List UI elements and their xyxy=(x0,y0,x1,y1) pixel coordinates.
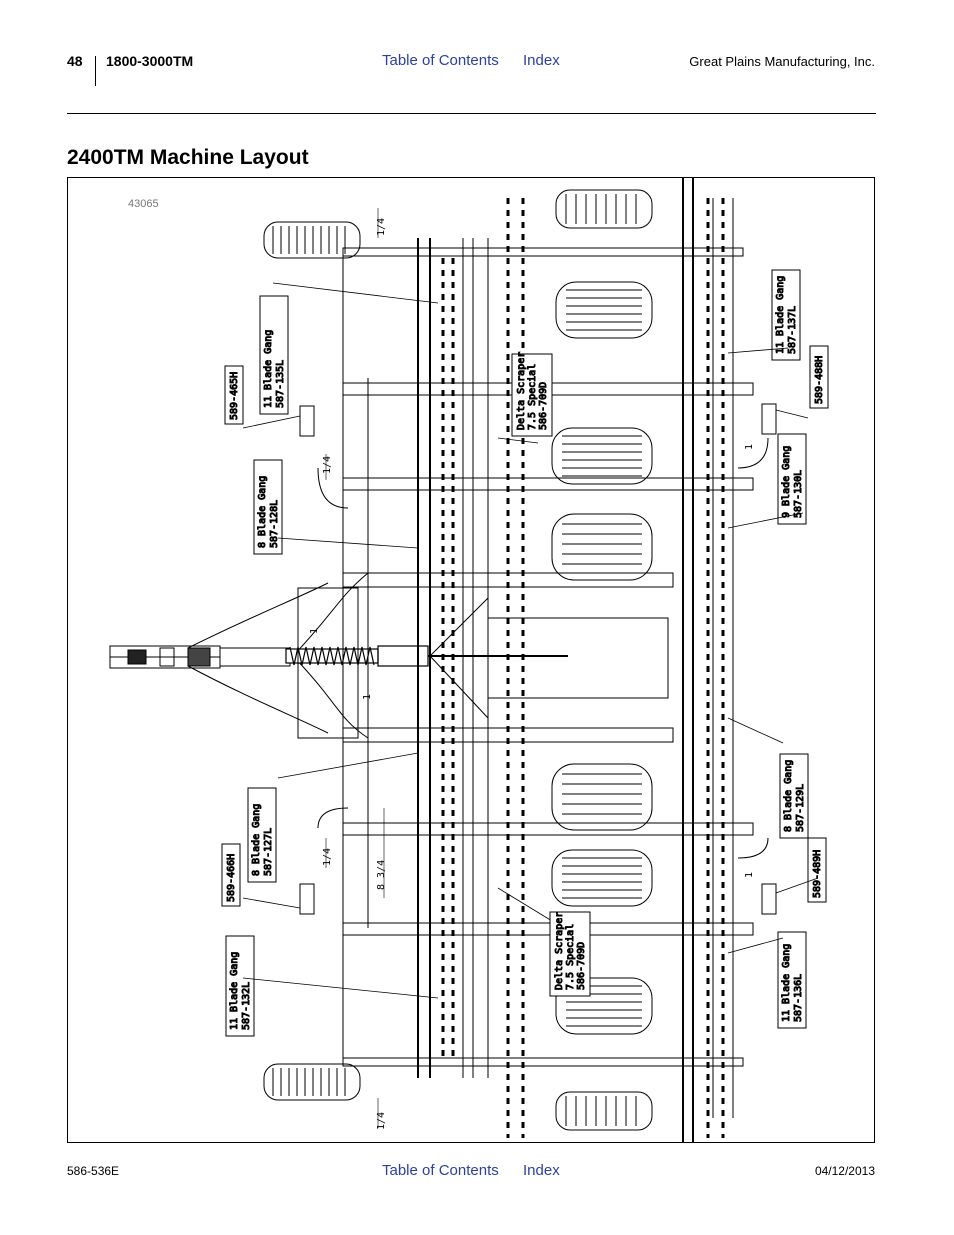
document-date: 04/12/2013 xyxy=(814,1164,875,1178)
header-rule xyxy=(67,113,876,114)
stabilizer-brackets xyxy=(299,403,777,915)
dim-label: 1 xyxy=(362,694,373,700)
machine-layout-figure: 43065 xyxy=(67,177,875,1143)
callout-8-blade-587-129L: 8 Blade Gang 587-129L xyxy=(779,753,809,839)
dim-label: 1 xyxy=(744,444,755,450)
callout-text: 7.5 Special xyxy=(527,364,538,430)
callout-text: 11 Blade Gang xyxy=(229,952,240,1030)
callout-text: Delta Scraper xyxy=(554,912,565,990)
callout-text: 11 Blade Gang xyxy=(781,944,792,1022)
dim-label: 1/4 xyxy=(322,456,333,474)
callout-text: 9 Blade Gang xyxy=(781,446,792,518)
callout-11-blade-587-137L: 11 Blade Gang 587-137L xyxy=(771,269,801,361)
callout-text: 11 Blade Gang xyxy=(775,276,786,354)
callout-text: 8 Blade Gang xyxy=(257,476,268,548)
page-number: 48 xyxy=(67,53,83,69)
callout-text: 587-137L xyxy=(787,306,798,354)
header-toc-link[interactable]: Table of Contents xyxy=(382,52,499,69)
machine-layout-drawing: 11 Blade Gang 587-135L 589-465H 8 Blade … xyxy=(109,178,829,1142)
callout-text: 8 Blade Gang xyxy=(783,760,794,832)
callout-text: 589-488H xyxy=(814,356,825,404)
footer-toc-link[interactable]: Table of Contents xyxy=(382,1162,499,1179)
header-divider xyxy=(95,56,96,86)
dim-label: 1/4 xyxy=(322,848,333,866)
gauge-wheels-left xyxy=(263,221,361,1101)
callout-11-blade-587-136L: 11 Blade Gang 587-136L xyxy=(777,931,807,1029)
blade-gangs xyxy=(441,198,725,1138)
callout-text: 8 Blade Gang xyxy=(251,804,262,876)
document-number: 586-536E xyxy=(67,1164,120,1178)
callout-589-465H: 589-465H xyxy=(224,365,244,425)
callout-text: 587-130L xyxy=(793,470,804,518)
dim-label: 1/4 xyxy=(376,1112,387,1130)
model-name: 1800-3000TM xyxy=(106,53,194,69)
callout-9-blade-587-130L: 9 Blade Gang 587-130L xyxy=(777,433,807,525)
callout-11-blade-587-132L: 11 Blade Gang 587-132L xyxy=(225,935,255,1037)
leader-lines xyxy=(242,282,819,999)
callout-text: 587-129L xyxy=(795,784,806,832)
callout-text: 587-135L xyxy=(275,360,286,408)
transport-wheels xyxy=(551,189,653,1131)
callout-text: 11 Blade Gang xyxy=(263,330,274,408)
coil-spring xyxy=(285,645,568,667)
callout-text: 586-709D xyxy=(538,382,549,430)
callout-text: 587-132L xyxy=(241,982,252,1030)
callout-589-488H: 589-488H xyxy=(809,345,829,409)
callout-delta-scraper-lower: Delta Scraper 7.5 Special 586-709D xyxy=(549,911,591,997)
callout-text: Delta Scraper xyxy=(516,352,527,430)
callout-text: 587-136L xyxy=(793,974,804,1022)
dim-label: 1 xyxy=(309,628,320,634)
footer-index-link[interactable]: Index xyxy=(523,1162,560,1179)
callout-text: 587-128L xyxy=(269,500,280,548)
callout-text: 589-465H xyxy=(229,372,240,420)
dim-label: 1 xyxy=(744,872,755,878)
hitch-tongue xyxy=(109,572,369,739)
callout-text: 589-466H xyxy=(226,854,237,902)
callout-589-489H: 589-489H xyxy=(807,837,827,903)
dimension-marks: 1/4 1/4 1 1 1/4 8 3/4 1/4 1 1 xyxy=(309,208,755,1130)
dim-label: 8 3/4 xyxy=(376,860,387,890)
figure-number: 43065 xyxy=(128,198,159,210)
page-header: 48 1800-3000TM Table of Contents Index G… xyxy=(0,0,954,120)
callout-delta-scraper-upper: Delta Scraper 7.5 Special 586-709D xyxy=(511,351,553,437)
callout-11-blade-587-135L: 11 Blade Gang 587-135L xyxy=(259,295,289,415)
section-title: 2400TM Machine Layout xyxy=(67,146,309,169)
callout-text: 587-127L xyxy=(263,828,274,876)
callout-text: 589-489H xyxy=(812,850,823,898)
callout-8-blade-587-127L: 8 Blade Gang 587-127L xyxy=(247,787,277,883)
callout-text: 586-709D xyxy=(576,942,587,990)
company-name: Great Plains Manufacturing, Inc. xyxy=(689,54,875,69)
callout-text: 7.5 Special xyxy=(565,924,576,990)
callout-8-blade-587-128L: 8 Blade Gang 587-128L xyxy=(253,459,283,555)
header-index-link[interactable]: Index xyxy=(523,52,560,69)
dim-label: 1/4 xyxy=(376,218,387,236)
callout-589-466H: 589-466H xyxy=(221,843,241,907)
